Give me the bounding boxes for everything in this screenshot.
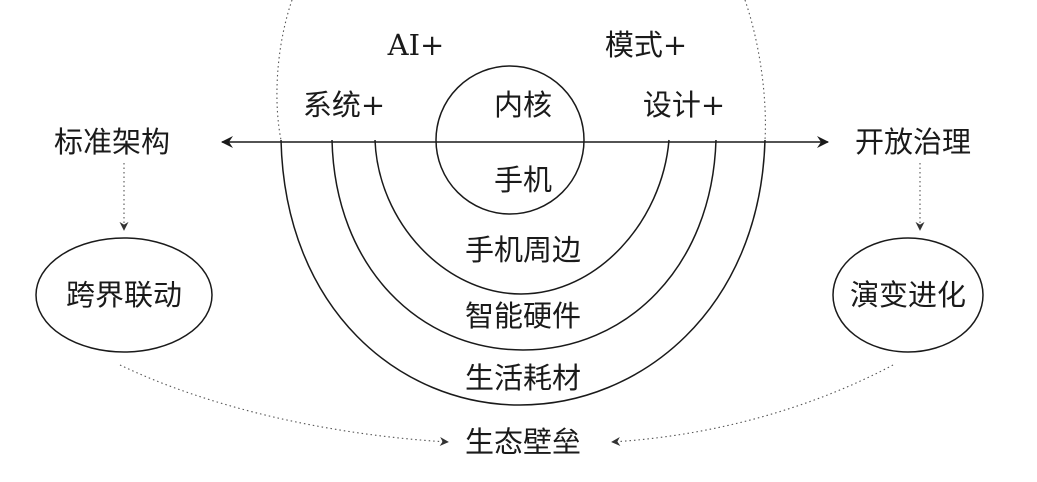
ring-inner <box>374 139 670 295</box>
bottom-label: 生态壁垒 <box>465 425 581 459</box>
ring-outer <box>280 139 766 406</box>
right-node-ellipse <box>832 237 984 353</box>
left-to-bottom-arrow <box>119 364 449 447</box>
left-axis-label: 标准架构 <box>54 125 170 159</box>
core-top-label: 内核 <box>494 88 552 122</box>
right-to-bottom-arrow <box>611 364 894 446</box>
left-node-ellipse <box>35 237 213 353</box>
left-node-label: 跨界联动 <box>66 278 182 312</box>
right-axis-label: 开放治理 <box>855 125 971 159</box>
ring-label-consumables: 生活耗材 <box>465 361 581 395</box>
label-system-plus: 系统+ <box>303 88 385 122</box>
right-node-label: 演变进化 <box>850 278 966 312</box>
label-design-plus: 设计+ <box>643 88 725 122</box>
core-bottom-label: 手机 <box>494 163 552 197</box>
ring-label-smart-hardware: 智能硬件 <box>465 299 581 333</box>
label-mode-plus: 模式+ <box>605 28 687 62</box>
label-ai-plus: AI+ <box>387 28 445 62</box>
ring-middle <box>331 139 717 351</box>
outer-dotted-boundary <box>276 0 766 141</box>
ring-label-phone-peripherals: 手机周边 <box>465 233 581 267</box>
